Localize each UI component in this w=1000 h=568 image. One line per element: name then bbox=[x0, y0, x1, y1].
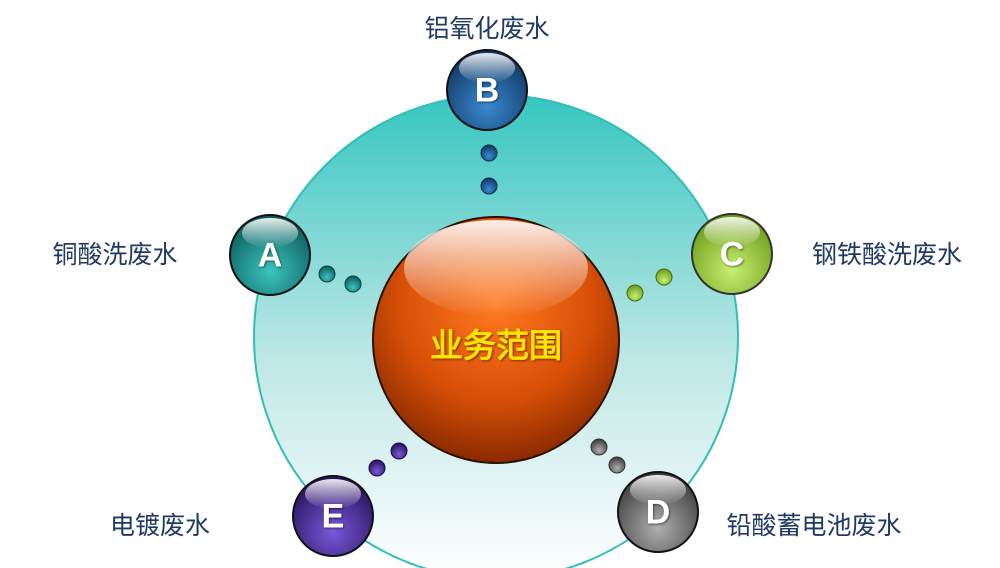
dot-d-2 bbox=[608, 456, 626, 474]
node-letter-c: C bbox=[719, 235, 745, 274]
node-label-c: 钢铁酸洗废水 bbox=[811, 240, 963, 269]
node-label-e: 电镀废水 bbox=[109, 511, 211, 540]
node-sphere-c bbox=[691, 213, 773, 295]
node-letter-a: A bbox=[257, 236, 283, 275]
node-sphere-e bbox=[292, 475, 374, 557]
node-letter-b: B bbox=[474, 71, 500, 110]
dot-b-2 bbox=[480, 177, 498, 195]
node-sphere-d bbox=[617, 471, 699, 553]
node-sphere-a bbox=[229, 214, 311, 296]
dot-a-1 bbox=[318, 265, 336, 283]
connector-dots bbox=[318, 144, 673, 477]
dot-c-2 bbox=[655, 268, 673, 286]
dot-c-1 bbox=[626, 284, 644, 302]
dot-e-1 bbox=[368, 459, 386, 477]
dot-d-1 bbox=[590, 438, 608, 456]
node-letter-e: E bbox=[321, 497, 345, 536]
dot-e-2 bbox=[390, 442, 408, 460]
center-label: 业务范围 bbox=[430, 326, 562, 365]
node-label-d: 铅酸蓄电池废水 bbox=[726, 511, 902, 540]
dot-b-1 bbox=[480, 144, 498, 162]
center-sphere bbox=[372, 216, 620, 464]
dot-a-2 bbox=[344, 275, 362, 293]
node-letter-d: D bbox=[645, 493, 671, 532]
node-label-b: 铝氧化废水 bbox=[424, 14, 550, 43]
node-label-a: 铜酸洗废水 bbox=[52, 240, 178, 269]
node-sphere-b bbox=[446, 49, 528, 131]
